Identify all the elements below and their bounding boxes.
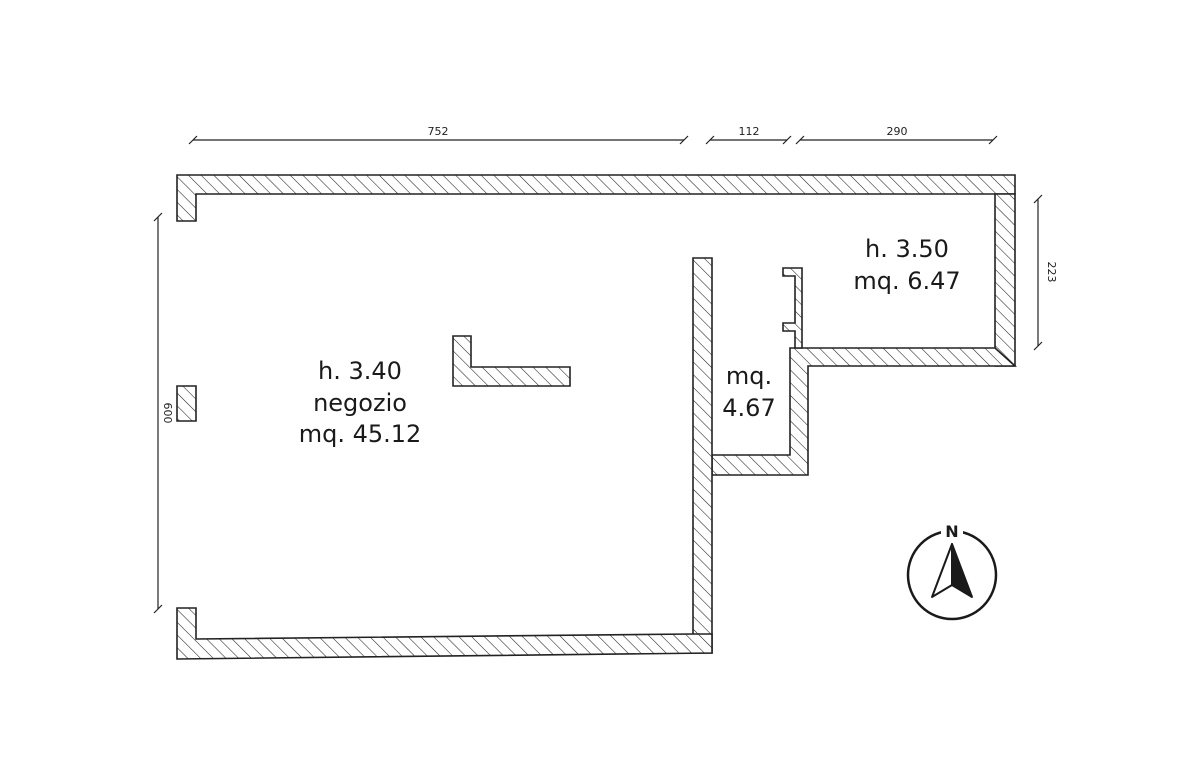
- dim-right-side: 223: [1045, 262, 1058, 283]
- negozio-height: h. 3.40: [318, 357, 402, 385]
- dimension-labels: 752 112 290 600 223: [161, 125, 1058, 424]
- wall-bottom: [176, 607, 713, 660]
- right-room-area: mq. 6.47: [853, 267, 960, 295]
- dim-top-right: 290: [887, 125, 908, 138]
- dim-top-left: 752: [428, 125, 449, 138]
- compass-north-label: N: [945, 522, 958, 541]
- wall-top: [176, 174, 1016, 222]
- room-label-right: h. 3.50 mq. 6.47: [853, 235, 960, 295]
- dimension-lines: [153, 135, 1043, 614]
- room-label-small: mq. 4.67: [722, 362, 775, 422]
- right-room-height: h. 3.50: [865, 235, 949, 263]
- wall-partition-stub: [782, 267, 803, 349]
- dim-top-middle: 112: [739, 125, 760, 138]
- north-arrow-icon: N: [906, 521, 998, 621]
- dim-left-side: 600: [161, 403, 174, 424]
- negozio-name: negozio: [313, 389, 407, 417]
- interior-l-wall: [452, 335, 571, 387]
- pillar-left: [176, 385, 197, 422]
- wall-divider: [692, 257, 713, 654]
- negozio-area: mq. 45.12: [299, 420, 422, 448]
- walls: [176, 174, 1018, 660]
- room-label-negozio: h. 3.40 negozio mq. 45.12: [299, 357, 422, 448]
- wall-right: [994, 193, 1016, 367]
- small-room-area: 4.67: [722, 394, 775, 422]
- small-room-label: mq.: [726, 362, 772, 390]
